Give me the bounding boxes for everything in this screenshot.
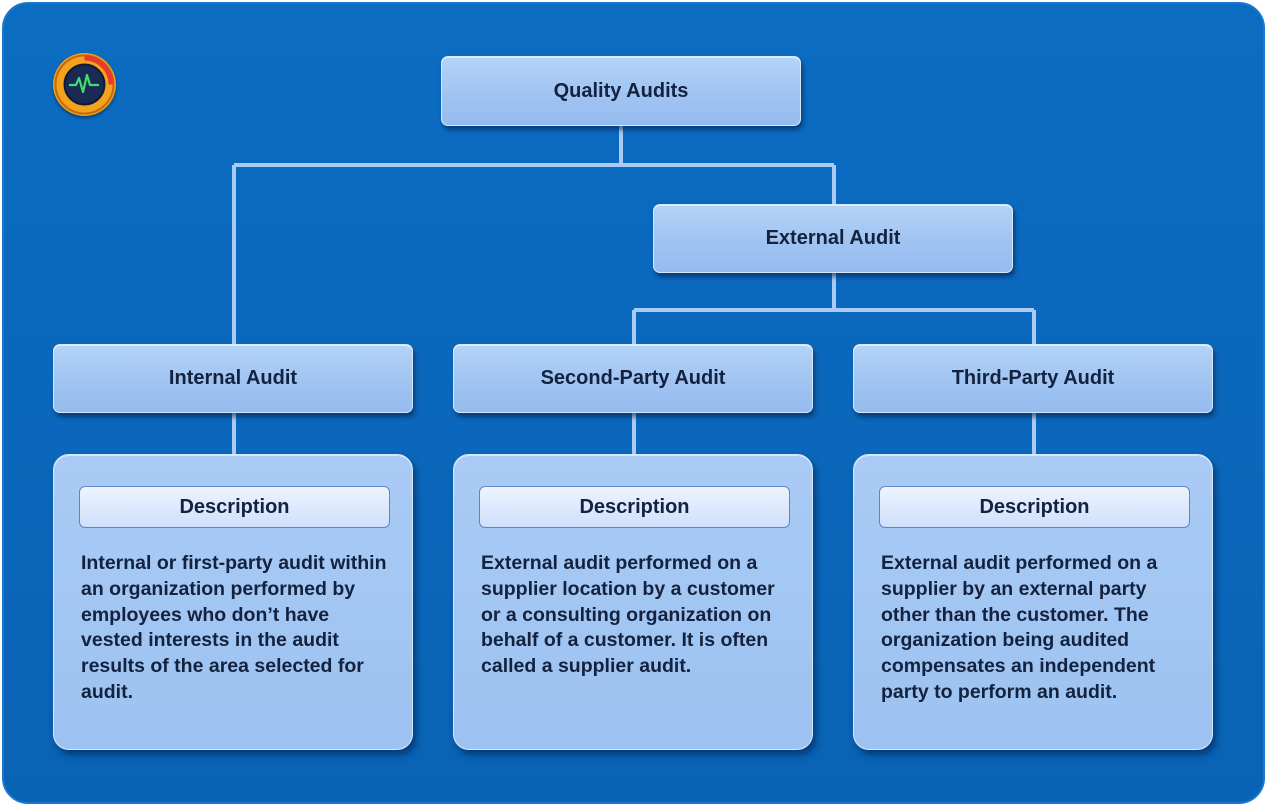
description-text: External audit performed on a supplier l…	[481, 552, 775, 678]
internal-audit-description-card: Description Internal or first-party audi…	[53, 454, 413, 750]
description-header: Description	[879, 486, 1190, 528]
description-header: Description	[79, 486, 390, 528]
description-header: Description	[479, 486, 790, 528]
internal-audit-node: Internal Audit	[53, 344, 413, 413]
second-party-audit-description-card: Description External audit performed on …	[453, 454, 813, 750]
external-audit-node: External Audit	[653, 204, 1013, 273]
quality-audits-node: Quality Audits	[441, 56, 801, 126]
third-party-audit-description-card: Description External audit performed on …	[853, 454, 1213, 750]
systemico-logo	[53, 53, 116, 116]
third-party-audit-node: Third-Party Audit	[853, 344, 1213, 413]
second-party-audit-node: Second-Party Audit	[453, 344, 813, 413]
description-text: External audit performed on a supplier b…	[881, 552, 1158, 703]
description-text: Internal or first-party audit within an …	[81, 552, 387, 703]
